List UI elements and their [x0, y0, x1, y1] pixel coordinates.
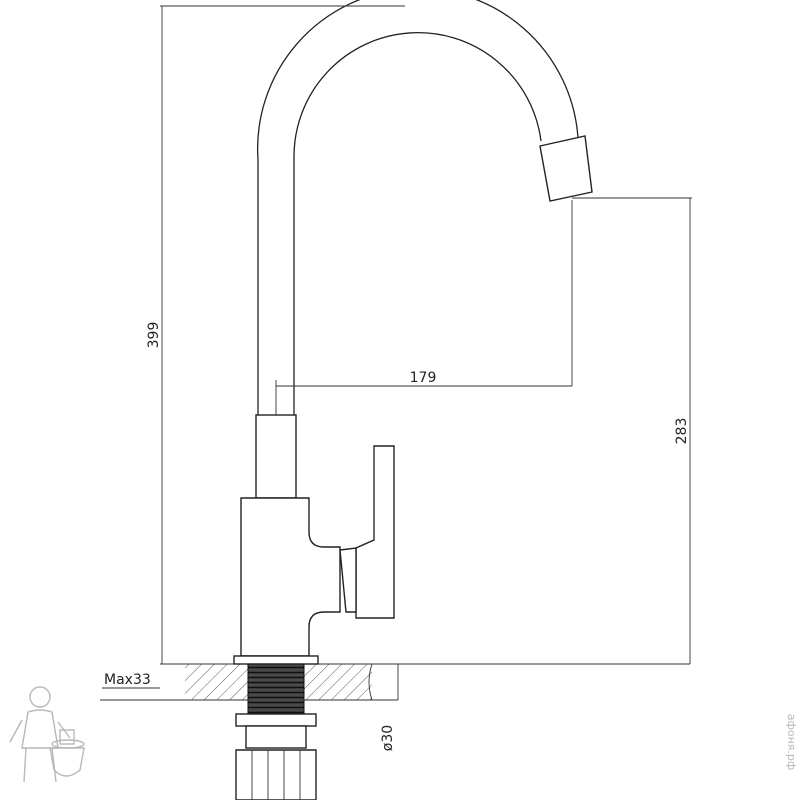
hole-diameter-label: ø30: [380, 725, 396, 751]
mounting-nut: [235, 749, 317, 800]
dimension-max-countertop: Max33: [102, 672, 160, 689]
dimension-hole-diameter: ø30: [380, 725, 396, 751]
spout-collar: [255, 414, 297, 499]
spout-reach-label: 179: [410, 370, 437, 386]
faucet-body: [233, 414, 341, 665]
base-flange: [233, 655, 319, 665]
max-countertop-label: Max33: [104, 672, 151, 688]
threaded-shank: [247, 663, 305, 715]
mounting-hardware: [235, 663, 317, 800]
plumber-mascot-icon: [9, 686, 85, 783]
dimension-spout-height: 283: [572, 197, 692, 664]
dimension-spout-reach: 179: [275, 200, 573, 415]
watermark-site: афоня.рф: [785, 714, 798, 771]
washer: [235, 713, 317, 727]
aerator: [539, 135, 593, 202]
lever-handle: [339, 445, 395, 619]
dimension-total-height: 399: [146, 5, 405, 664]
spout-height-label: 283: [674, 418, 690, 445]
spout: [256, 0, 593, 415]
countertop-section: [100, 663, 690, 701]
total-height-label: 399: [146, 322, 162, 349]
